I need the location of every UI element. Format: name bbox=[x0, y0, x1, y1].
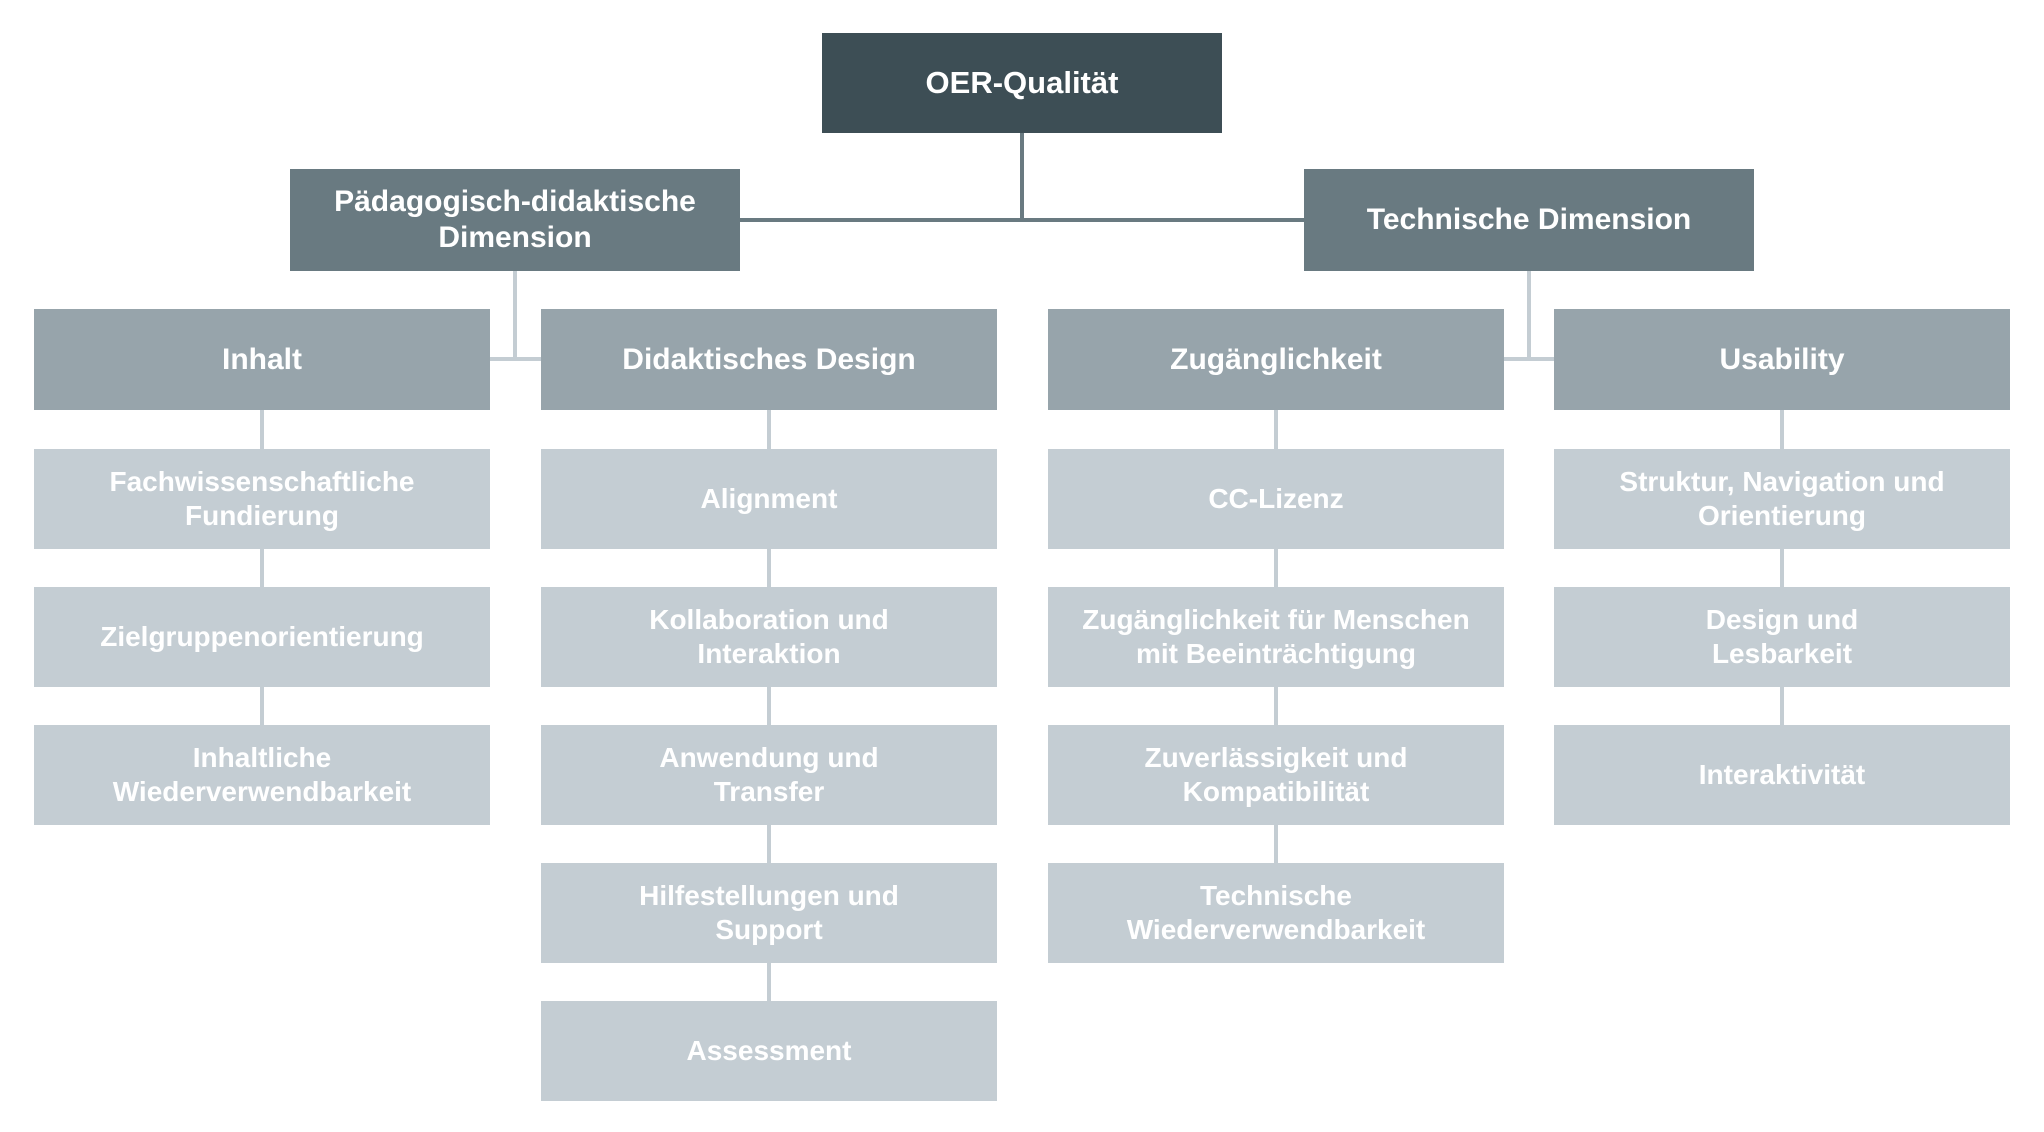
connector-column3 bbox=[1274, 825, 1278, 863]
item-box-anwendung-und-transfer: Anwendung und Transfer bbox=[541, 725, 997, 825]
dimension-box-technisch: Technische Dimension bbox=[1304, 169, 1754, 271]
category-box-zugaenglichkeit: Zugänglichkeit bbox=[1048, 309, 1504, 410]
connector-root-horizontal bbox=[740, 218, 1304, 222]
item-box-zugaenglichkeit-fuer-menschen: Zugänglichkeit für Menschen mit Beeinträ… bbox=[1048, 587, 1504, 687]
connector-column3 bbox=[1274, 549, 1278, 587]
connector-column2 bbox=[767, 410, 771, 449]
connector-column3 bbox=[1274, 687, 1278, 725]
connector-column2 bbox=[767, 825, 771, 863]
item-box-design-und-lesbarkeit: Design und Lesbarkeit bbox=[1554, 587, 2010, 687]
connector-column3 bbox=[1274, 410, 1278, 449]
connector-column1 bbox=[260, 410, 264, 449]
category-box-usability: Usability bbox=[1554, 309, 2010, 410]
dimension-box-paedagogisch-didaktisch: Pädagogisch-didaktische Dimension bbox=[290, 169, 740, 271]
category-box-didaktisches-design: Didaktisches Design bbox=[541, 309, 997, 410]
item-box-hilfestellungen-und-support: Hilfestellungen und Support bbox=[541, 863, 997, 963]
connector-dimension2-drop bbox=[1527, 271, 1531, 360]
connector-column4 bbox=[1780, 549, 1784, 587]
item-box-struktur-navigation-orientierung: Struktur, Navigation und Orientierung bbox=[1554, 449, 2010, 549]
root-box-oer-qualitaet: OER-Qualität bbox=[822, 33, 1222, 133]
item-box-fachwissenschaftliche-fundierung: Fachwissenschaftliche Fundierung bbox=[34, 449, 490, 549]
connector-dimension1-stub bbox=[490, 357, 541, 361]
connector-column1 bbox=[260, 687, 264, 725]
connector-dimension2-stub bbox=[1504, 357, 1554, 361]
connector-column4 bbox=[1780, 410, 1784, 449]
item-box-inhaltliche-wiederverwendbarkeit: Inhaltliche Wiederverwendbarkeit bbox=[34, 725, 490, 825]
connector-column2 bbox=[767, 687, 771, 725]
item-box-kollaboration-und-interaktion: Kollaboration und Interaktion bbox=[541, 587, 997, 687]
connector-dimension1-drop bbox=[513, 271, 517, 360]
item-box-technische-wiederverwendbarkeit: Technische Wiederverwendbarkeit bbox=[1048, 863, 1504, 963]
connector-root-vertical bbox=[1020, 133, 1024, 220]
item-box-zielgruppenorientierung: Zielgruppenorientierung bbox=[34, 587, 490, 687]
item-box-interaktivitaet: Interaktivität bbox=[1554, 725, 2010, 825]
item-box-cc-lizenz: CC-Lizenz bbox=[1048, 449, 1504, 549]
category-box-inhalt: Inhalt bbox=[34, 309, 490, 410]
item-box-alignment: Alignment bbox=[541, 449, 997, 549]
item-box-assessment: Assessment bbox=[541, 1001, 997, 1101]
connector-column4 bbox=[1780, 687, 1784, 725]
connector-column2 bbox=[767, 549, 771, 587]
connector-column1 bbox=[260, 549, 264, 587]
item-box-zuverlaessigkeit-und-kompatibilitaet: Zuverlässigkeit und Kompatibilität bbox=[1048, 725, 1504, 825]
connector-column2 bbox=[767, 963, 771, 1001]
